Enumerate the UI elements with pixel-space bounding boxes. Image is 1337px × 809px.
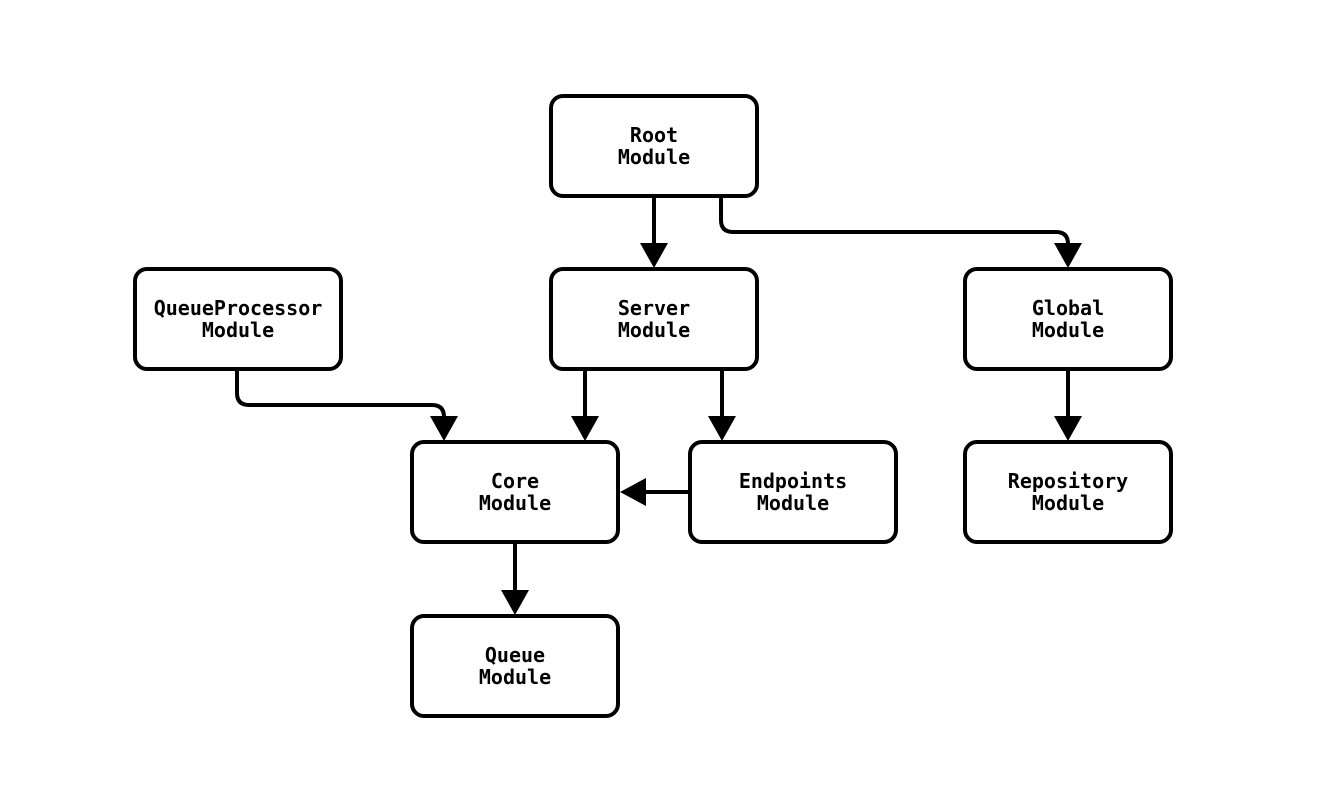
edge-server-to-endpoints bbox=[708, 371, 736, 441]
node-root-module[interactable]: Root Module bbox=[549, 94, 759, 198]
edge-global-to-repository bbox=[1054, 371, 1082, 441]
node-server-module[interactable]: Server Module bbox=[549, 267, 759, 371]
node-endpoints-module[interactable]: Endpoints Module bbox=[688, 440, 898, 544]
edge-queueprocessor-to-core bbox=[235, 371, 458, 441]
node-server-module-line1: Server bbox=[617, 295, 691, 320]
node-core-module-line1: Core bbox=[490, 468, 540, 493]
node-endpoints-module-line1: Endpoints bbox=[738, 468, 848, 493]
node-queue-module-line2: Module bbox=[478, 665, 552, 689]
node-root-module-line1: Root bbox=[629, 122, 679, 147]
node-queue-module-line1: Queue bbox=[484, 642, 546, 667]
node-core-module[interactable]: Core Module bbox=[410, 440, 620, 544]
edge-root-to-global bbox=[719, 198, 1082, 268]
edge-core-to-queue bbox=[501, 544, 529, 615]
node-repository-module-line1: Repository bbox=[1007, 468, 1129, 493]
node-global-module-line1: Global bbox=[1031, 295, 1105, 320]
node-server-module-line2: Module bbox=[617, 318, 691, 342]
edge-root-to-server bbox=[640, 198, 668, 268]
node-queueprocessor-module-line1: QueueProcessor bbox=[153, 295, 323, 320]
node-queueprocessor-module[interactable]: QueueProcessor Module bbox=[133, 267, 343, 371]
node-global-module-line2: Module bbox=[1031, 318, 1105, 342]
node-root-module-line2: Module bbox=[617, 145, 691, 169]
node-core-module-line2: Module bbox=[478, 491, 552, 515]
node-endpoints-module-line2: Module bbox=[756, 491, 830, 515]
node-global-module[interactable]: Global Module bbox=[963, 267, 1173, 371]
node-repository-module[interactable]: Repository Module bbox=[963, 440, 1173, 544]
edge-endpoints-to-core bbox=[620, 478, 688, 506]
node-queueprocessor-module-line2: Module bbox=[201, 318, 275, 342]
node-repository-module-line2: Module bbox=[1031, 491, 1105, 515]
edge-server-to-core bbox=[571, 371, 599, 441]
node-queue-module[interactable]: Queue Module bbox=[410, 614, 620, 718]
